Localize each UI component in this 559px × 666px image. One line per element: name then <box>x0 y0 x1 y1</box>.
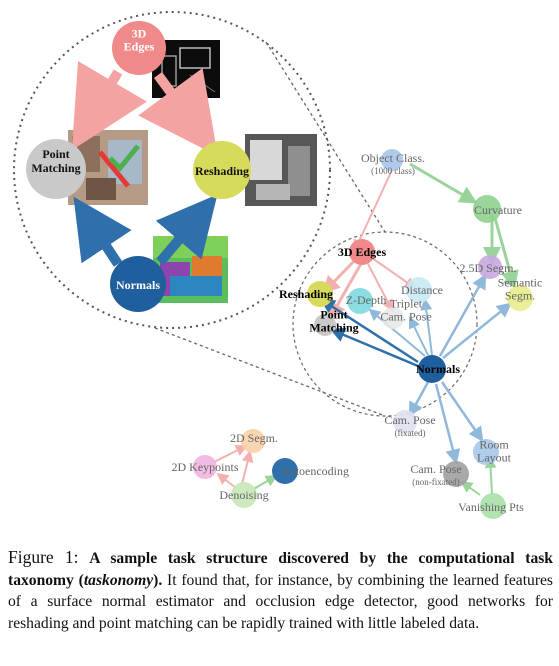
label-object-class: Object Class. <box>361 151 425 165</box>
label-normals: Normals <box>416 362 460 376</box>
zoom-reshading-label-line: Reshading <box>195 164 249 178</box>
zoom-reshading-label: Reshading <box>195 164 249 178</box>
label-cam-pose-nonfix: Cam. Pose <box>410 462 461 476</box>
label-semantic-line: Semantic <box>498 276 543 290</box>
zoom-arrow-normals-pointmatching <box>73 196 132 267</box>
label-vanishing-line: Vanishing Pts <box>458 500 524 514</box>
red-cross-mark <box>98 150 130 188</box>
label-denoising-line: Denoising <box>219 488 268 502</box>
label-semantic-line: Segm. <box>505 289 535 303</box>
zoom-normals-label-line: Normals <box>116 278 160 292</box>
zoom-point-matching-label-line: Matching <box>31 161 80 175</box>
label-vanishing: Vanishing Pts <box>458 500 524 514</box>
figure-caption: Figure 1: A sample task structure discov… <box>8 547 553 634</box>
label-3d-edges-line: 3D Edges <box>338 245 387 259</box>
label-2d-keypoints-line: 2D Keypoints <box>172 460 239 474</box>
zoom-node-normals: Normals <box>110 256 166 312</box>
label-object-class-sub: (1000 class) <box>371 166 415 176</box>
graph-node-circles <box>193 149 533 519</box>
zoom-edges-label-line: Edges <box>124 40 155 54</box>
caption-label: Figure 1: <box>8 547 79 567</box>
label-reshading: Reshading <box>279 287 333 301</box>
graph-labels: Object Class. (1000 class) Curvature 3D … <box>172 151 543 514</box>
caption-text: It found that, for instance, by combinin… <box>8 571 554 632</box>
graph-edges <box>213 162 519 496</box>
label-curvature-line: Curvature <box>474 203 522 217</box>
label-object-class-sub-line: (1000 class) <box>371 166 415 176</box>
label-object-class-line: Object Class. <box>361 151 425 165</box>
label-autoencoding-line: Autoencoding <box>281 464 349 478</box>
label-2d-segm: 2D Segm. <box>230 431 278 445</box>
caption-bold-italic: taskonomy <box>83 571 154 589</box>
label-distance: Distance <box>401 283 443 297</box>
zoom-connector-top <box>265 41 386 233</box>
label-triplet-line: Cam. Pose <box>380 310 431 324</box>
zoom-point-matching-label-line: Point <box>42 147 69 161</box>
label-room-layout-line: Layout <box>477 451 512 465</box>
label-reshading-line: Reshading <box>279 287 333 301</box>
label-autoencoding: Autoencoding <box>281 464 349 478</box>
label-triplet-line: Triplet <box>390 297 423 311</box>
label-denoising: Denoising <box>219 488 268 502</box>
label-cam-pose-fix-line: Cam. Pose <box>384 413 435 427</box>
label-point-matching-line: Point <box>320 308 347 322</box>
label-25d-segm: 2.5D Segm. <box>460 261 517 275</box>
check-mark-icon <box>108 144 140 172</box>
label-3d-edges: 3D Edges <box>338 245 387 259</box>
zoom-normals-label: Normals <box>116 278 160 292</box>
caption-bold-2: ). <box>153 571 163 589</box>
label-25d-segm-line: 2.5D Segm. <box>460 261 517 275</box>
label-cam-pose-fix-sub: (fixated) <box>395 428 426 438</box>
zoom-node-reshading: Reshading <box>193 141 251 199</box>
label-normals-line: Normals <box>416 362 460 376</box>
label-cam-pose-fix-sub-line: (fixated) <box>395 428 426 438</box>
label-point-matching-line: Matching <box>309 321 358 335</box>
label-distance-line: Distance <box>401 283 443 297</box>
zoom-arrow-normals-reshading <box>155 194 218 266</box>
zoom-connector-bottom <box>154 327 386 417</box>
label-2d-segm-line: 2D Segm. <box>230 431 278 445</box>
label-curvature: Curvature <box>474 203 522 217</box>
label-cam-pose-nonfix-sub-line: (non-fixated) <box>412 477 459 487</box>
reshading-thumbnail <box>245 134 317 206</box>
label-cam-pose-fix: Cam. Pose <box>384 413 435 427</box>
caption-bold-1: A sample task structure discovered by th… <box>8 550 553 589</box>
label-cam-pose-nonfix-line: Cam. Pose <box>410 462 461 476</box>
zoom-arrow-edges-pointmatching <box>71 60 147 151</box>
label-zdepth-line: Z-Depth <box>346 293 387 307</box>
label-cam-pose-nonfix-sub: (non-fixated) <box>412 477 459 487</box>
label-zdepth: Z-Depth <box>346 293 387 307</box>
zoom-arrow-edges-reshading <box>138 67 218 157</box>
label-2d-keypoints: 2D Keypoints <box>172 460 239 474</box>
label-room-layout-line: Room <box>479 438 509 452</box>
zoom-circle <box>13 11 331 329</box>
zoom-edges-label-line: 3D <box>132 27 147 41</box>
